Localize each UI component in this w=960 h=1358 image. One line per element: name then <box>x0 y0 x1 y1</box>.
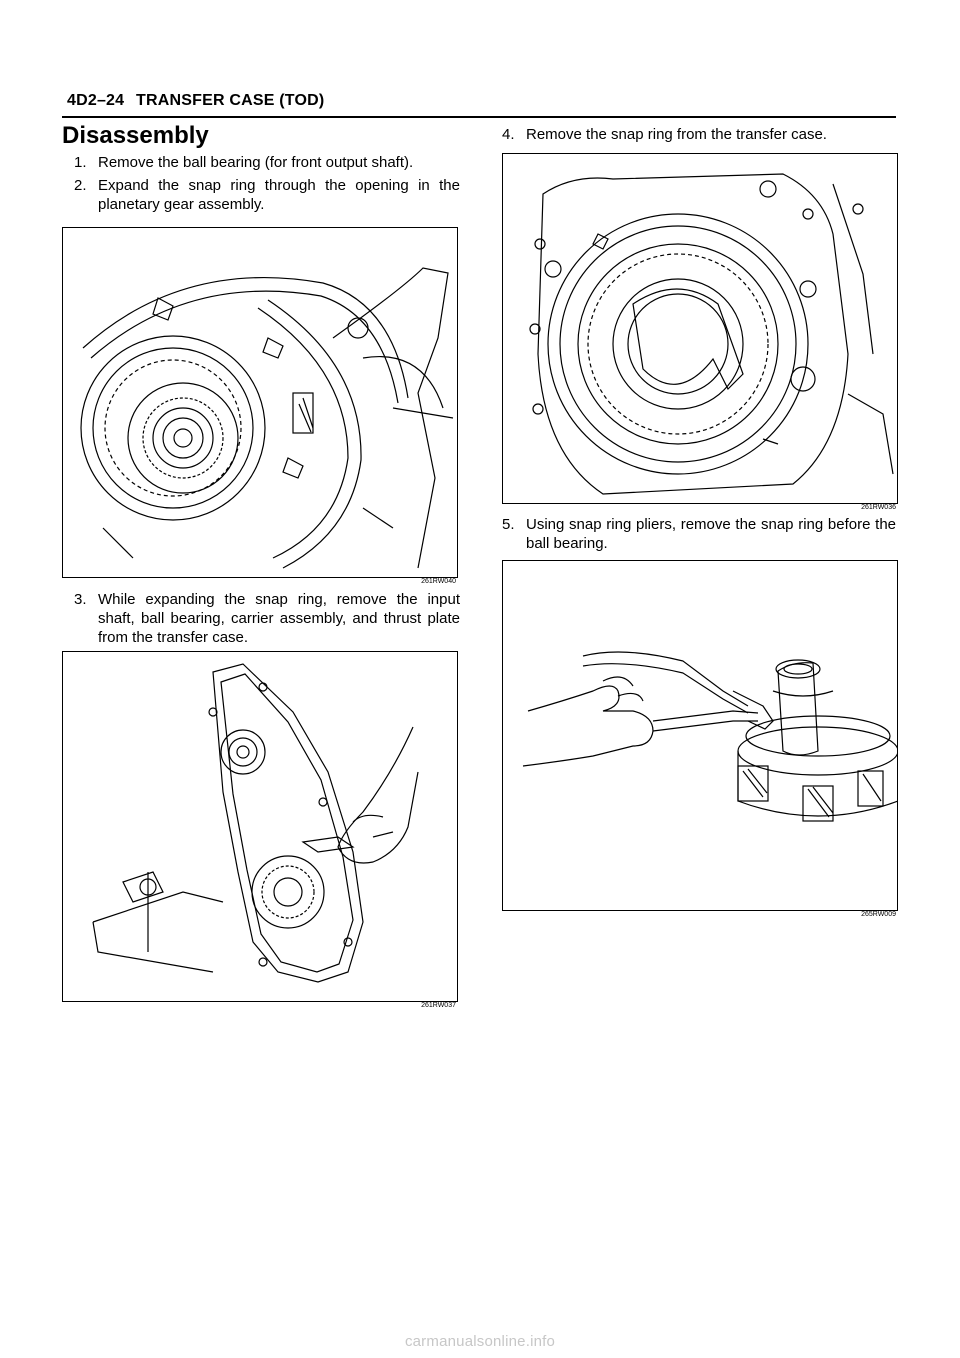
step-text: While expanding the snap ring, remove th… <box>98 591 460 646</box>
step-number: 1. <box>74 154 87 171</box>
figure-planetary-gear <box>62 227 458 578</box>
figure-snap-ring-pliers <box>502 560 898 911</box>
figure-code: 265RW009 <box>861 911 896 918</box>
step-number: 5. <box>502 516 515 533</box>
step-2: 2. Expand the snap ring through the open… <box>74 176 460 214</box>
planetary-gear-illustration <box>80 267 454 569</box>
step-1: 1. Remove the ball bearing (for front ou… <box>74 153 460 172</box>
step-text: Using snap ring pliers, remove the snap … <box>526 516 896 552</box>
page-header: 4D2–24 TRANSFER CASE (TOD) <box>62 90 896 118</box>
figure-code: 261RW036 <box>861 504 896 511</box>
step-5: 5. Using snap ring pliers, remove the sn… <box>502 515 896 553</box>
step-text: Remove the ball bearing (for front outpu… <box>98 154 414 171</box>
section-code: 4D2–24 <box>67 92 125 109</box>
section-title: TRANSFER CASE (TOD) <box>136 92 325 109</box>
snap-ring-pliers-illustration <box>522 651 897 822</box>
snap-ring-case-illustration <box>529 173 894 495</box>
figure-transfer-case-removal <box>62 651 458 1002</box>
figure-code: 261RW037 <box>421 1002 456 1009</box>
step-number: 4. <box>502 126 515 143</box>
watermark-footer: carmanualsonline.info <box>404 1333 556 1350</box>
step-text: Remove the snap ring from the transfer c… <box>526 126 827 143</box>
figure-snap-ring-case <box>502 153 898 504</box>
transfer-case-illustration <box>92 663 419 983</box>
step-number: 2. <box>74 177 87 194</box>
page-title: Disassembly <box>62 122 209 149</box>
step-text: Expand the snap ring through the opening… <box>98 177 460 213</box>
step-4: 4. Remove the snap ring from the transfe… <box>502 125 896 144</box>
step-number: 3. <box>74 591 87 608</box>
figure-code: 261RW040 <box>421 578 456 585</box>
step-3: 3. While expanding the snap ring, remove… <box>74 590 460 647</box>
